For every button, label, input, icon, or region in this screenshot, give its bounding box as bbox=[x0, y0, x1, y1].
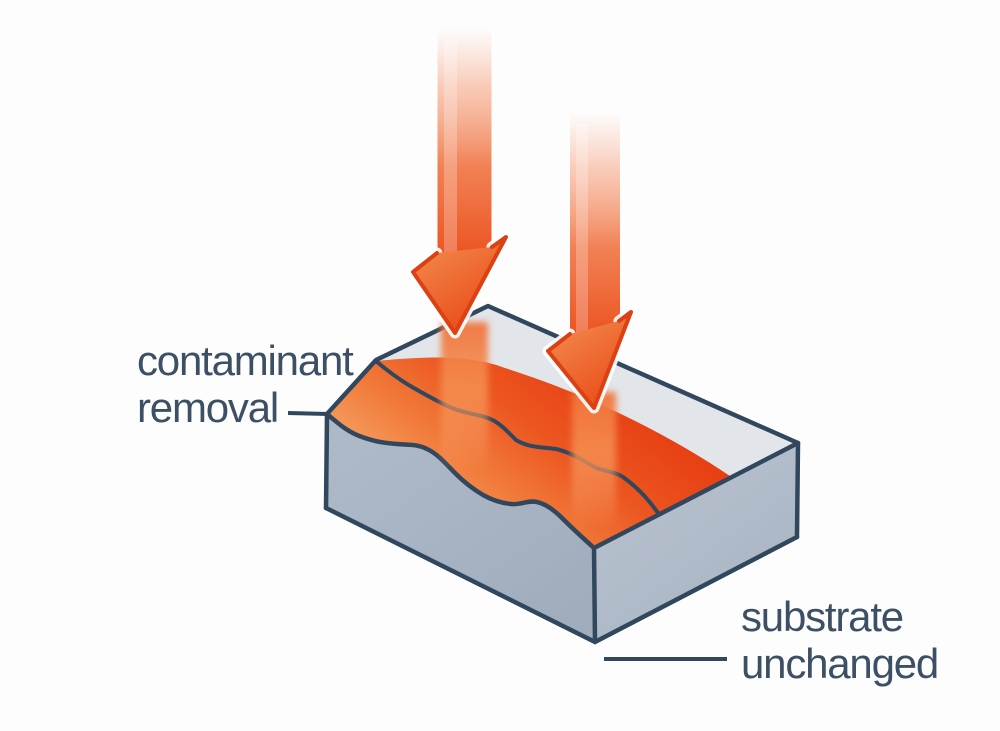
label-line-unchanged: unchanged bbox=[741, 640, 939, 687]
bottom-edges bbox=[323, 505, 800, 645]
label-line-contaminant: contaminant bbox=[137, 337, 354, 384]
arrow-shaft bbox=[570, 112, 620, 338]
laser-beam-arrow-left bbox=[407, 28, 512, 339]
label-contaminant-removal: contaminant removal bbox=[137, 337, 354, 431]
arrow-head bbox=[413, 237, 506, 333]
laser-beam-arrow-right bbox=[542, 112, 637, 414]
label-substrate-unchanged: substrate unchanged bbox=[741, 593, 939, 687]
arrow-shaft-highlight bbox=[444, 40, 457, 254]
laser-glow-spot-right bbox=[572, 392, 616, 527]
arrow-head-outline bbox=[546, 310, 633, 410]
leader-line-contaminant bbox=[287, 411, 329, 416]
label-line-substrate: substrate bbox=[741, 593, 904, 640]
arrow-shaft bbox=[437, 28, 492, 258]
laser-glow-spot-left bbox=[441, 322, 488, 470]
top-rim-edge bbox=[324, 303, 801, 551]
arrow-shaft-highlight bbox=[576, 124, 588, 334]
substrate-right-wall bbox=[594, 443, 798, 642]
arrow-head-outline bbox=[411, 235, 508, 335]
substrate-outline bbox=[323, 303, 801, 645]
wavy-front-edge bbox=[324, 411, 597, 551]
label-line-removal: removal bbox=[137, 384, 279, 431]
substrate-left-wall bbox=[326, 414, 595, 642]
contaminant-surface bbox=[327, 357, 733, 548]
vertical-edges bbox=[323, 411, 801, 645]
